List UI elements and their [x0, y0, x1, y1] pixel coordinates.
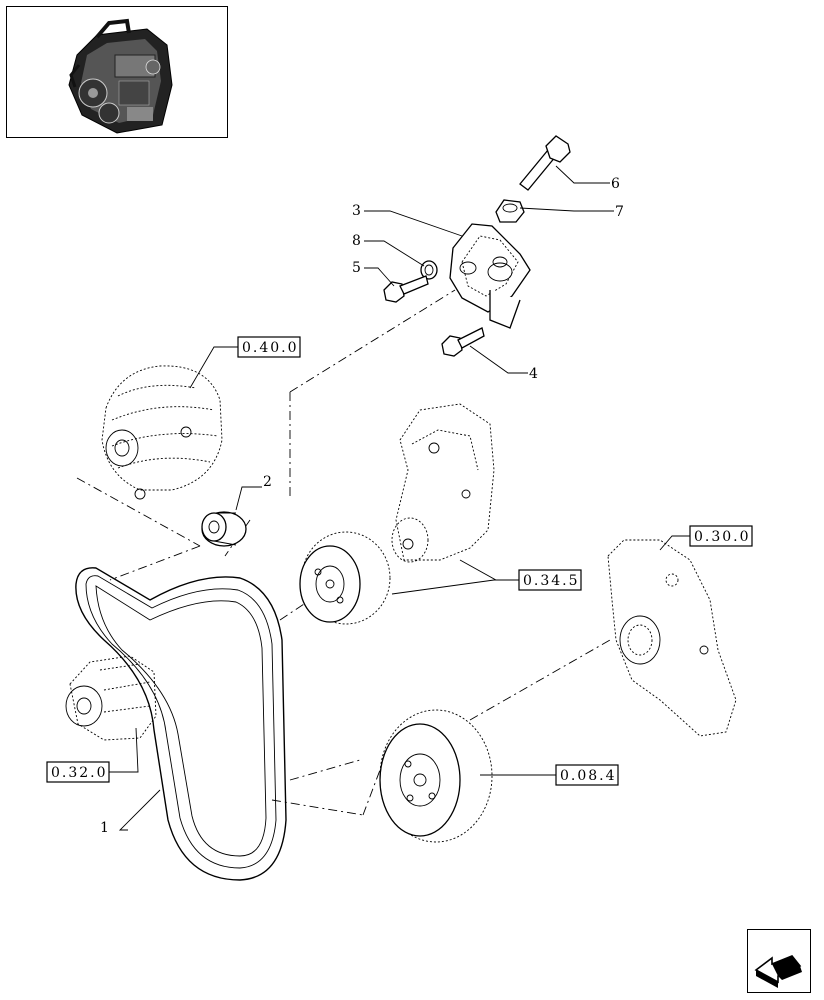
section-reference-timing-cover[interactable]: 0.30.0: [689, 525, 753, 547]
callout-4: 4: [529, 366, 538, 382]
section-reference-alternator[interactable]: 0.40.0: [237, 336, 301, 358]
svg-text:0.08.4: 0.08.4: [560, 768, 617, 784]
svg-text:0.34.5: 0.34.5: [523, 573, 580, 589]
callout-8: 8: [352, 233, 361, 249]
callout-6: 6: [611, 176, 620, 192]
callout-3: 3: [352, 203, 361, 219]
callout-1: 1: [100, 820, 109, 836]
engine-thumbnail-icon: [68, 18, 173, 134]
leader-lines: [58, 165, 690, 831]
callout-numbers: 1 2 3 4 5 6 7 8: [100, 176, 624, 836]
section-reference-water-pump[interactable]: 0.32.0: [46, 761, 110, 783]
bolt-4: [441, 327, 485, 357]
crankshaft-pulley: [379, 709, 493, 843]
nut-7: [495, 199, 525, 223]
assembly-lines: [76, 289, 611, 816]
next-page-arrow-icon: [754, 955, 802, 988]
engine-thumbnail-frame: [6, 6, 228, 138]
section-reference-crank-pulley[interactable]: 0.08.4: [555, 764, 619, 786]
svg-text:0.40.0: 0.40.0: [242, 340, 299, 356]
fan-support-bracket: [391, 403, 495, 563]
idler-pulley: [201, 511, 247, 547]
washer-8: [420, 260, 438, 280]
fan-pulley: [299, 531, 391, 625]
section-reference-fan-bracket[interactable]: 0.34.5: [518, 569, 582, 591]
svg-text:0.30.0: 0.30.0: [694, 529, 751, 545]
poly-v-belt: [75, 567, 287, 881]
callout-7: 7: [615, 204, 624, 220]
tensioner-bracket: [449, 223, 531, 329]
callout-5: 5: [352, 260, 361, 276]
callout-2: 2: [263, 474, 272, 490]
bolt-5: [383, 275, 429, 303]
timing-cover: [607, 539, 737, 737]
next-page-button[interactable]: [747, 929, 811, 993]
alternator: [101, 365, 223, 500]
svg-text:0.32.0: 0.32.0: [51, 765, 108, 781]
bolt-6: [519, 135, 571, 191]
